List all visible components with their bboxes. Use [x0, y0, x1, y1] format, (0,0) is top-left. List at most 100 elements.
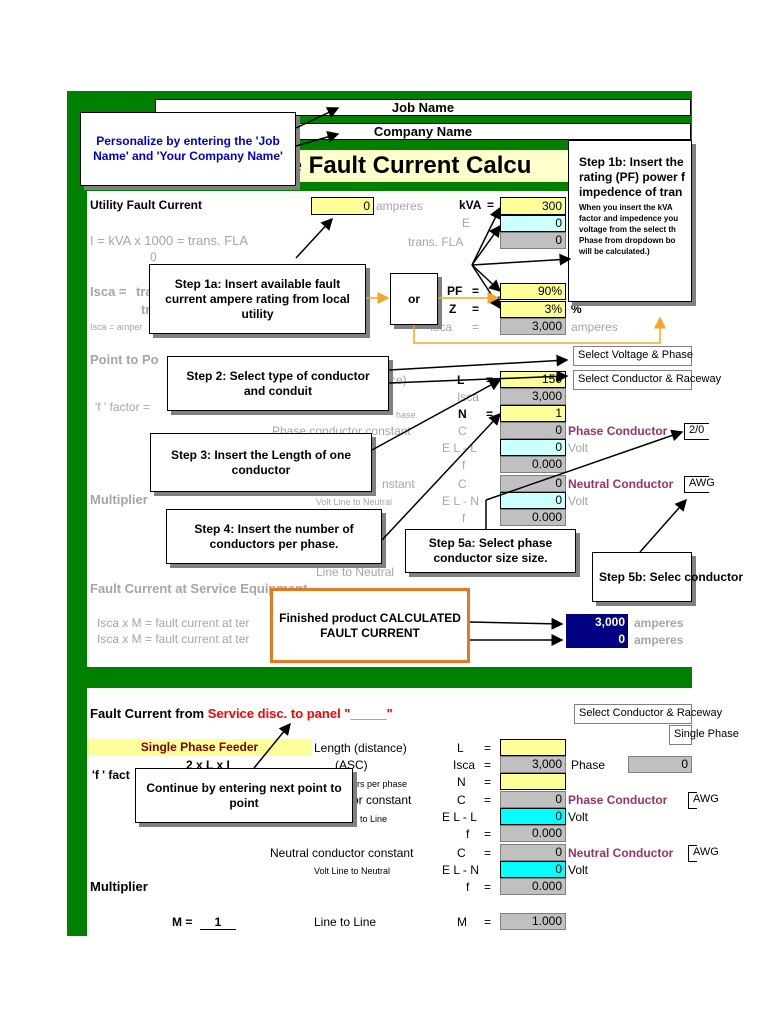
result1-value: 3,000: [566, 614, 628, 631]
panel-n-input[interactable]: [500, 773, 566, 790]
panel-n-eq: =: [484, 775, 492, 789]
panel-c-value: 0: [500, 791, 566, 808]
continue-text: Continue by entering next point to point: [146, 780, 342, 810]
utility-unit: amperes: [376, 199, 423, 213]
hase-label: hase: [396, 410, 416, 420]
panel-c2-value: 0: [500, 844, 566, 861]
personalize-callout: Personalize by entering the 'Job Name' a…: [80, 112, 296, 186]
service-heading: Fault Current at Service Equipment: [90, 581, 308, 596]
result1-unit: amperes: [634, 616, 684, 630]
panel-ell-label: E L - L: [442, 810, 477, 824]
isca-l-value: 3,000: [500, 388, 566, 405]
result2-value: 0: [566, 631, 628, 648]
f-factor: 'f ' factor =: [95, 400, 150, 414]
neutral-awg-select[interactable]: AWG: [684, 476, 715, 493]
panel-f2-value: 0.000: [500, 878, 566, 895]
ors-per-phase: ors per phase: [352, 779, 408, 789]
z-input[interactable]: 3%: [500, 301, 566, 318]
step3-callout: Step 3: Insert the Length of one conduct…: [150, 433, 372, 492]
page-title: le Fault Current Calcu: [278, 150, 582, 182]
panel-isca-value: 3,000: [500, 756, 566, 773]
phase-size-select[interactable]: 2/0: [684, 423, 709, 440]
line-neutral-label: Line to Neutral: [316, 565, 395, 579]
service-row2-formula: Isca x M = fault current at ter: [97, 632, 250, 646]
job-name-label: Job Name: [391, 100, 455, 115]
z-eq: =: [472, 302, 480, 316]
multiplier-label: Multiplier: [90, 492, 148, 507]
n-label: N: [458, 407, 467, 421]
fla-zero: 0: [150, 250, 157, 264]
volt2: Volt: [568, 494, 589, 508]
m-num: 1: [200, 915, 236, 930]
step1b-title: Step 1b: Insert the rating (PF) power f …: [579, 155, 685, 199]
panel-c2-eq: =: [484, 846, 492, 860]
panel-heading-prefix: Fault Current from: [90, 706, 205, 721]
fla-value: 0: [500, 232, 566, 249]
company-name-label: Company Name: [373, 124, 473, 139]
isca-tr2: tr: [141, 302, 151, 317]
panel-isca-eq: =: [484, 758, 492, 772]
panel-c2-label: C: [457, 846, 466, 860]
isca-label: Isca =: [90, 284, 127, 299]
step1a-callout: Step 1a: Insert available fault current …: [149, 264, 366, 334]
panel-isca-label: Isca: [453, 758, 476, 772]
panel-phase-value: 0: [628, 756, 692, 773]
step1a-text: Step 1a: Insert available fault current …: [165, 276, 350, 321]
panel-heading: Fault Current from Service disc. to pane…: [90, 706, 393, 721]
panel-neutral-conductor: Neutral Conductor: [568, 846, 674, 860]
conductor-raceway-dropdown[interactable]: Select Conductor & Raceway: [573, 370, 721, 390]
e-label: E: [462, 216, 471, 230]
ell-label: E L - L: [442, 441, 477, 455]
c2-label: C: [458, 477, 467, 491]
or-text: or: [408, 291, 420, 306]
fla-formula: I = kVA x 1000 = trans. FLA: [90, 233, 249, 248]
panel-l-label: L: [457, 741, 464, 755]
panel-m-eq: =: [484, 915, 492, 929]
m-formula: M =: [172, 915, 193, 929]
panel-volt2: Volt: [568, 863, 589, 877]
z-unit: %: [571, 302, 582, 316]
panel-heading-red: Service disc. to panel "_____": [207, 706, 393, 721]
panel-f2-label: f: [466, 880, 470, 894]
conductor-raceway-dropdown-2[interactable]: Select Conductor & Raceway: [574, 704, 722, 724]
voltage-phase-dropdown[interactable]: Select Voltage & Phase: [573, 346, 693, 366]
volt-ln-label: Volt Line to Neutral: [316, 497, 393, 507]
step5a-text: Step 5a: Select phase conductor size siz…: [428, 536, 553, 565]
panel-m-value: 1.000: [500, 913, 566, 930]
step3-text: Step 3: Insert the Length of one conduct…: [170, 447, 351, 477]
line-to-line-label: Line to Line: [314, 915, 377, 929]
kva-input[interactable]: 300: [500, 197, 566, 215]
panel-f-label: f: [466, 827, 470, 841]
panel-ell-value: 0: [500, 808, 566, 825]
single-phase-feeder[interactable]: Single Phase Feeder: [87, 739, 312, 756]
f-fact-label: 'f ' fact: [92, 768, 130, 782]
kva-label: kVA: [459, 198, 482, 212]
step4-text: Step 4: Insert the number of conductors …: [194, 521, 354, 551]
f2-value: 0.000: [500, 509, 566, 526]
step2-callout: Step 2: Select type of conductor and con…: [167, 356, 389, 411]
panel-f2-eq: =: [484, 880, 492, 894]
orange-arrows: [366, 292, 666, 344]
panel-l-eq: =: [484, 741, 492, 755]
panel-length-input[interactable]: [500, 739, 566, 756]
panel-phase-label: Phase: [571, 758, 606, 772]
neutral-const-label: Neutral conductor constant: [270, 846, 414, 860]
pf-eq: =: [472, 284, 480, 298]
eln-value: 0: [500, 492, 566, 509]
utility-fault-input[interactable]: 0: [311, 197, 374, 215]
panel-m-label: M: [457, 915, 467, 929]
nstant-label: nstant: [382, 477, 415, 491]
panel-f-value: 0.000: [500, 825, 566, 842]
personalize-text: Personalize by entering the 'Job Name' a…: [93, 134, 283, 163]
panel-volt1: Volt: [568, 810, 589, 824]
isca2-value: 3,000: [500, 318, 566, 335]
black-arrows: [253, 107, 687, 769]
point-heading: Point to Po: [90, 352, 159, 367]
job-name-cell[interactable]: Job Name: [155, 99, 691, 116]
step5a-callout: Step 5a: Select phase conductor size siz…: [405, 529, 576, 573]
isca2-unit: amperes: [571, 320, 618, 334]
continue-callout: Continue by entering next point to point: [135, 768, 353, 823]
z-label: Z: [449, 302, 457, 316]
panel-eln-label: E L - N: [442, 863, 479, 877]
ell-value: 0: [500, 439, 566, 456]
